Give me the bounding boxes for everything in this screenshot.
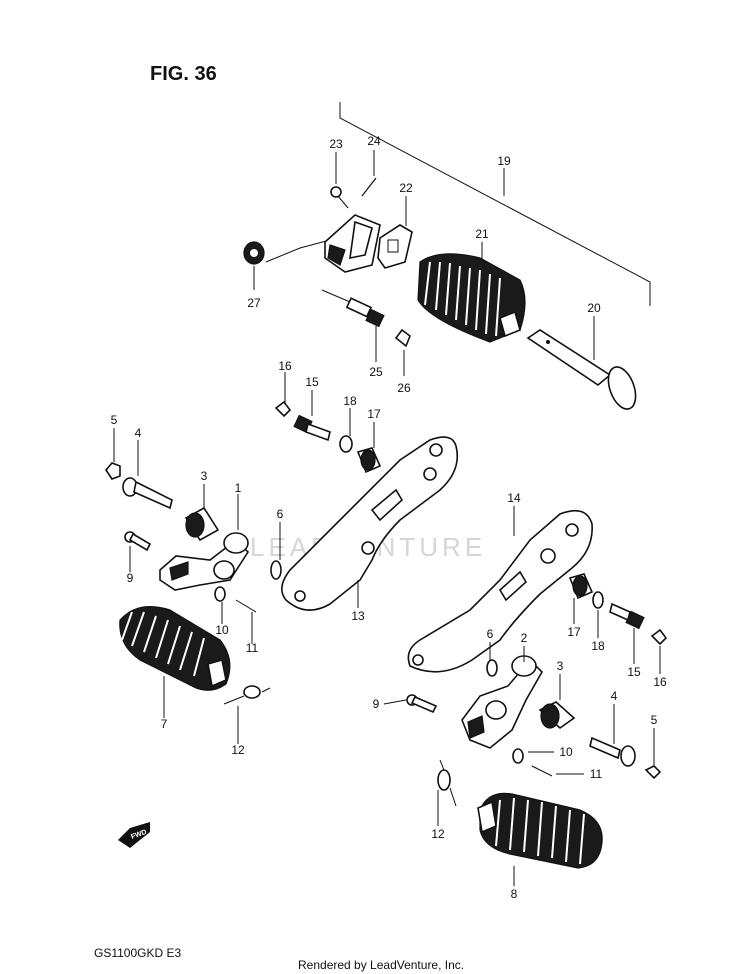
callout-9-left: 9 — [127, 571, 134, 585]
callout-6-left: 6 — [277, 507, 284, 521]
callout-1: 1 — [235, 481, 242, 495]
callout-8: 8 — [511, 887, 518, 901]
callout-23: 23 — [329, 137, 343, 151]
callout-5-left: 5 — [111, 413, 118, 427]
callout-11-left: 11 — [246, 641, 259, 655]
right-footrest-assembly — [406, 509, 668, 869]
callout-16-left: 16 — [278, 359, 292, 373]
callout-7: 7 — [161, 717, 168, 731]
callout-9-right: 9 — [373, 697, 380, 711]
part-1-bracket — [159, 532, 250, 591]
callout-27: 27 — [247, 296, 261, 310]
part-9-pin-right — [406, 694, 438, 714]
callout-17-left: 17 — [367, 407, 381, 421]
callout-labels: 23 24 22 21 19 20 27 25 26 16 15 18 17 5… — [111, 134, 667, 901]
part-17-collar-left — [356, 447, 382, 474]
callout-6-right: 6 — [487, 627, 494, 641]
render-credit: Rendered by LeadVenture, Inc. — [298, 958, 464, 972]
part-13-footrest-plate-left — [281, 436, 459, 611]
figure-title: FIG. 36 — [150, 63, 217, 85]
callout-10-left: 10 — [215, 623, 229, 637]
callout-2: 2 — [521, 631, 528, 645]
part-12-spring-left — [223, 685, 271, 705]
callout-3-right: 3 — [557, 659, 564, 673]
callout-15-left: 15 — [305, 375, 319, 389]
part-24-pin — [361, 177, 377, 197]
part-12-spring-right — [437, 759, 457, 807]
callout-16-right: 16 — [653, 675, 667, 689]
part-9-pin-left — [124, 531, 152, 552]
part-20-shaft — [526, 329, 637, 410]
part-16-cap-right — [650, 628, 668, 646]
part-5-nut-right — [644, 765, 662, 780]
part-18-washer-right — [592, 591, 604, 609]
part-7-footrest-rubber-left — [119, 606, 231, 691]
part-26-nut — [394, 328, 411, 348]
part-5-nut-left — [104, 462, 121, 480]
part-6-washer-right — [486, 659, 498, 677]
callout-17-right: 17 — [567, 625, 581, 639]
part-22-holder — [324, 214, 413, 273]
callout-25: 25 — [369, 365, 383, 379]
callout-14: 14 — [507, 491, 521, 505]
part-16-cap-left — [274, 400, 292, 418]
callout-18-right: 18 — [591, 639, 605, 653]
callout-12-left: 12 — [231, 743, 245, 757]
part-18-washer-left — [339, 435, 353, 453]
callout-26: 26 — [397, 381, 411, 395]
part-25-bolt — [321, 289, 385, 328]
part-15-bolt-left — [293, 414, 331, 442]
callout-5-right: 5 — [651, 713, 658, 727]
part-27-washer — [243, 241, 265, 265]
callout-24: 24 — [367, 134, 381, 148]
part-2-bracket — [461, 655, 543, 749]
callout-13: 13 — [351, 609, 365, 623]
part-10-washer-left — [214, 586, 226, 602]
callout-19: 19 — [497, 154, 511, 168]
callout-18-left: 18 — [343, 394, 357, 408]
part-17-collar-right — [568, 573, 594, 600]
part-11-cotter-left — [235, 599, 257, 613]
callout-4-right: 4 — [611, 689, 618, 703]
part-23-bolt — [330, 186, 349, 209]
part-4-bolt-left — [122, 477, 173, 510]
part-3-collar-right — [538, 701, 576, 730]
callout-3-left: 3 — [201, 469, 208, 483]
passenger-footrest-assembly — [243, 102, 651, 410]
leader-lines — [113, 150, 661, 886]
part-4-bolt-right — [589, 736, 636, 767]
callout-11-right: 11 — [590, 767, 603, 781]
callout-15-right: 15 — [627, 665, 641, 679]
callout-21: 21 — [475, 227, 489, 241]
part-14-footrest-plate-right — [407, 509, 593, 673]
callout-22: 22 — [399, 181, 413, 195]
callout-4-left: 4 — [135, 426, 142, 440]
part-6-washer-left — [270, 560, 282, 580]
model-code: GS1100GKD E3 — [94, 946, 181, 960]
callout-10-right: 10 — [559, 745, 573, 759]
part-3-collar-left — [184, 506, 220, 542]
part-21-footrest-rubber — [417, 253, 526, 343]
part-10-washer-right — [512, 748, 524, 764]
part-15-bolt-right — [609, 602, 645, 630]
left-footrest-assembly — [104, 400, 459, 705]
callout-20: 20 — [587, 301, 601, 315]
callout-12-right: 12 — [431, 827, 445, 841]
part-11-cotter-right — [531, 765, 553, 777]
fwd-arrow-icon: FWD — [118, 822, 150, 848]
part-8-footrest-rubber-right — [477, 792, 603, 869]
